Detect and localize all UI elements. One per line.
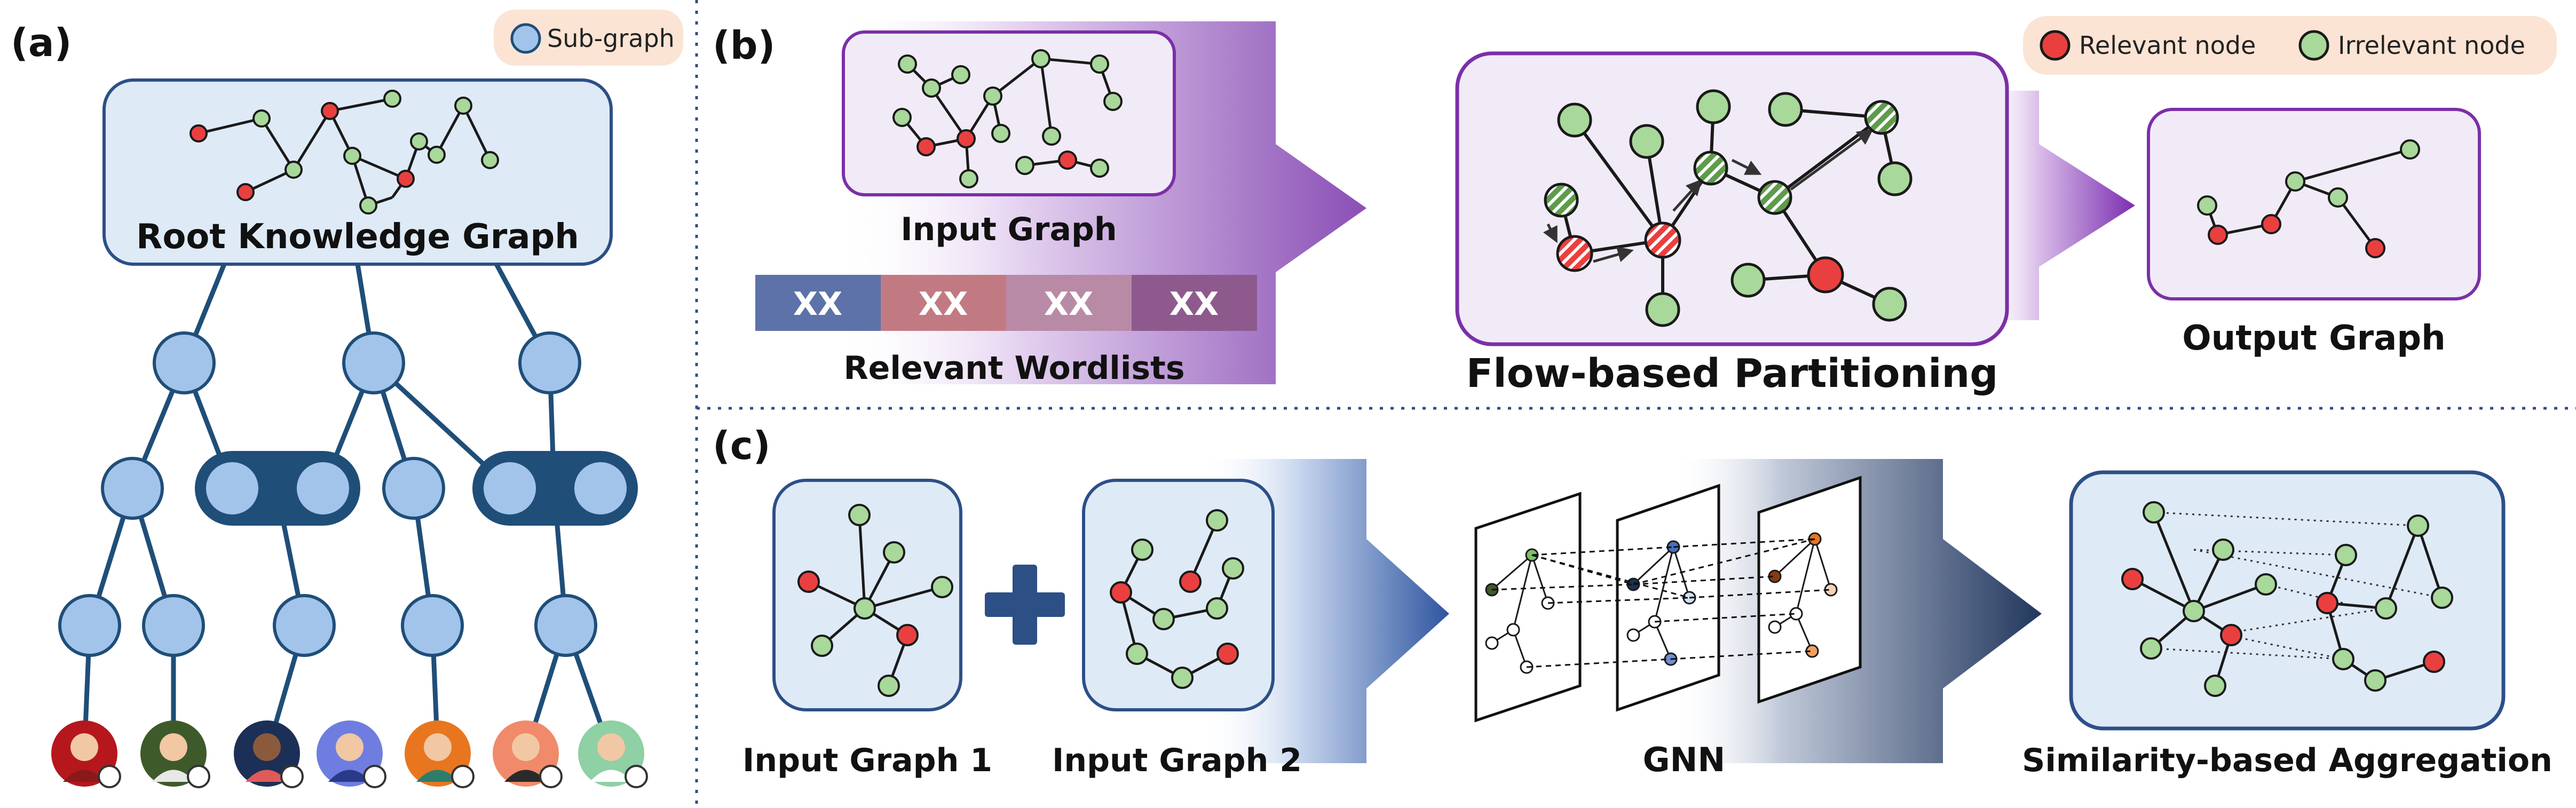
wordlist-cell-text: XX: [1170, 286, 1219, 323]
wordlist-cell-text: XX: [793, 286, 843, 323]
legend-subgraph-swatch: [510, 23, 541, 54]
wordlist-bar: XX XX XX XX: [755, 275, 1257, 331]
gnn-layers: [1474, 476, 1862, 723]
panel-a: (a) Sub-graph: [11, 10, 683, 788]
aggregation-box: [2069, 470, 2506, 731]
input-graph-title: Input Graph: [900, 211, 1117, 248]
avatar: [140, 720, 210, 788]
wordlist-cell: [755, 275, 881, 331]
wordlist-cell: [1132, 275, 1257, 331]
root-graph-title: Root Knowledge Graph: [136, 217, 579, 257]
wordlist-cell-text: XX: [919, 286, 968, 323]
input-graph-2-title: Input Graph 2: [1052, 742, 1302, 779]
similarity-links: [2153, 511, 2443, 660]
wordlist-cell-text: XX: [1044, 286, 1094, 323]
merged-subgraph-right: [472, 451, 638, 526]
gnn-layer: [1474, 492, 1582, 723]
avatar: [578, 720, 648, 788]
gnn-message-passing: [1491, 538, 1831, 668]
legend-irrelevant-label: Irrelevant node: [2338, 31, 2525, 60]
hierarchy-nodes: [58, 331, 597, 657]
avatar: [51, 720, 121, 788]
legend-relevant-label: Relevant node: [2079, 31, 2256, 60]
gnn-title: GNN: [1643, 740, 1726, 779]
flow-arrows: [1543, 129, 1874, 263]
avatar: [317, 720, 386, 788]
node-legend: Relevant node Irrelevant node: [2023, 16, 2557, 75]
avatar: [405, 720, 475, 788]
output-graph-box: [2147, 108, 2481, 300]
wordlist-cell: [1006, 275, 1132, 331]
root-graph-nodes: [189, 90, 499, 215]
avatar: [493, 720, 563, 788]
plus-icon: [985, 565, 1065, 645]
input-graph-box: [842, 30, 1176, 196]
panel-c: (c): [713, 423, 2553, 779]
aggregation-title: Similarity-based Aggregation: [2022, 742, 2553, 779]
legend-relevant-swatch: [2040, 30, 2071, 61]
panel-c-label: (c): [713, 423, 771, 468]
panel-b-label: (b): [713, 23, 775, 68]
arrow-partition-to-output: [1975, 91, 2135, 320]
gnn-layer: [1757, 476, 1862, 704]
subgraph-legend: Sub-graph: [494, 10, 683, 66]
partition-title: Flow-based Partitioning: [1466, 351, 1998, 397]
avatar: [234, 720, 304, 788]
legend-subgraph-label: Sub-graph: [547, 24, 675, 53]
panel-b: (b): [713, 16, 2557, 397]
input-graph-1-title: Input Graph 1: [742, 742, 992, 779]
legend-irrelevant-swatch: [2298, 30, 2329, 61]
merged-subgraph-left: [195, 451, 360, 526]
wordlist-title: Relevant Wordlists: [843, 350, 1184, 387]
input-graph-2-box: [1082, 479, 1275, 711]
wordlist-cell: [881, 275, 1006, 331]
panel-a-label: (a): [11, 20, 72, 65]
partition-box: [1455, 51, 2009, 346]
input-graph-1-box: [772, 479, 962, 711]
output-graph-title: Output Graph: [2182, 319, 2445, 358]
root-knowledge-graph-box: Root Knowledge Graph: [102, 78, 613, 266]
agent-avatars: [51, 720, 648, 788]
